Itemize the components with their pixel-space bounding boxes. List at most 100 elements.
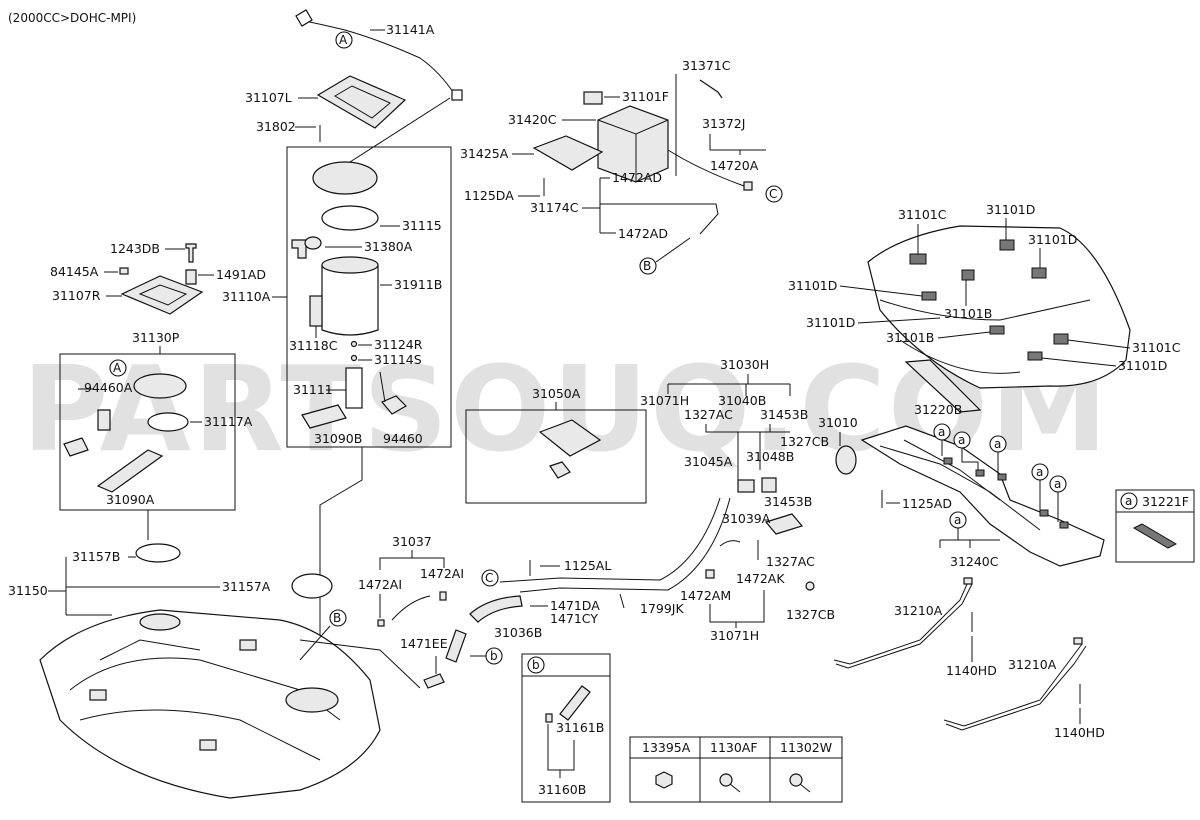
- part-31101B-2[interactable]: 31101B: [886, 330, 934, 345]
- part-1327CB-2[interactable]: 1327CB: [786, 607, 835, 622]
- part-31101D-1[interactable]: 31101D: [986, 202, 1035, 217]
- part-31010[interactable]: 31010: [818, 415, 858, 430]
- part-31453B-2[interactable]: 31453B: [764, 494, 812, 509]
- part-1140HD-2[interactable]: 1140HD: [1054, 725, 1105, 740]
- part-31174C[interactable]: 31174C: [530, 200, 579, 215]
- part-1125AL[interactable]: 1125AL: [564, 558, 611, 573]
- part-31090B[interactable]: 31090B: [314, 431, 362, 446]
- fastener-1130AF[interactable]: 1130AF: [710, 740, 758, 755]
- part-31117A[interactable]: 31117A: [204, 414, 253, 429]
- part-31221F[interactable]: 31221F: [1142, 494, 1189, 509]
- grommet-1327CB: [805, 581, 815, 591]
- part-31210A-1[interactable]: 31210A: [894, 603, 943, 618]
- part-31101D-4[interactable]: 31101D: [806, 315, 855, 330]
- part-31037[interactable]: 31037: [392, 534, 432, 549]
- part-31160B[interactable]: 31160B: [538, 782, 586, 797]
- part-31115[interactable]: 31115: [402, 218, 442, 233]
- part-1327AC-1[interactable]: 1327AC: [684, 407, 733, 422]
- part-31380A[interactable]: 31380A: [364, 239, 413, 254]
- part-31150[interactable]: 31150: [8, 583, 48, 598]
- part-31101D-5[interactable]: 31101D: [1118, 358, 1167, 373]
- part-31040B[interactable]: 31040B: [718, 393, 766, 408]
- part-31107L[interactable]: 31107L: [245, 90, 292, 105]
- part-31802[interactable]: 31802: [256, 119, 296, 134]
- fastener-13395A[interactable]: 13395A: [642, 740, 691, 755]
- part-94460[interactable]: 94460: [383, 431, 423, 446]
- part-31101D-2[interactable]: 31101D: [1028, 232, 1077, 247]
- part-31101C-2[interactable]: 31101C: [1132, 340, 1181, 355]
- part-31111[interactable]: 31111: [293, 382, 333, 397]
- part-31220B[interactable]: 31220B: [914, 402, 962, 417]
- part-31036B[interactable]: 31036B: [494, 625, 542, 640]
- part-1471DA[interactable]: 1471DA: [550, 598, 600, 613]
- callout-A-circle[interactable]: [335, 31, 353, 49]
- part-31045A[interactable]: 31045A: [684, 454, 733, 469]
- clip-a: [1059, 521, 1069, 529]
- part-31114S[interactable]: 31114S: [374, 352, 422, 367]
- part-31071H-2[interactable]: 31071H: [710, 628, 759, 643]
- callout-B-circle[interactable]: [329, 609, 347, 627]
- part-1472AD-1[interactable]: 1472AD: [612, 170, 662, 185]
- part-31371C[interactable]: 31371C: [682, 58, 731, 73]
- part-31124R[interactable]: 31124R: [374, 337, 423, 352]
- part-31107R[interactable]: 31107R: [52, 288, 101, 303]
- part-1140HD-1[interactable]: 1140HD: [946, 663, 997, 678]
- callout-a-2: a: [958, 433, 965, 447]
- part-31101C-1[interactable]: 31101C: [898, 207, 947, 222]
- callout-C-circle[interactable]: [765, 185, 783, 203]
- part-31420C[interactable]: 31420C: [508, 112, 557, 127]
- pad-31101B: [989, 325, 1005, 335]
- part-31050A[interactable]: 31050A: [532, 386, 581, 401]
- part-31161B[interactable]: 31161B: [556, 720, 604, 735]
- part-31030H[interactable]: 31030H: [720, 357, 769, 372]
- part-1472AI-2[interactable]: 1472AI: [420, 566, 464, 581]
- part-31101D-3[interactable]: 31101D: [788, 278, 837, 293]
- part-14720A[interactable]: 14720A: [710, 158, 759, 173]
- part-1491AD[interactable]: 1491AD: [216, 267, 266, 282]
- part-1327AC-2[interactable]: 1327AC: [766, 554, 815, 569]
- part-31453B-1[interactable]: 31453B: [760, 407, 808, 422]
- part-31141A[interactable]: 31141A: [386, 22, 435, 37]
- part-31130P[interactable]: 31130P: [132, 330, 180, 345]
- part-31101B-1[interactable]: 31101B: [944, 306, 992, 321]
- part-31090A[interactable]: 31090A: [106, 492, 155, 507]
- ring-31157A: [291, 573, 333, 599]
- part-31039A[interactable]: 31039A: [722, 511, 771, 526]
- harness-link: [349, 97, 451, 163]
- part-31071H-1[interactable]: 31071H: [640, 393, 689, 408]
- part-31118C[interactable]: 31118C: [289, 338, 338, 353]
- part-31101F[interactable]: 31101F: [622, 89, 669, 104]
- callout-b-circle-2[interactable]: [527, 656, 545, 674]
- part-31048B[interactable]: 31048B: [746, 449, 794, 464]
- screw-icon: [789, 773, 803, 787]
- strap-bracket: [1073, 637, 1083, 645]
- part-31157A[interactable]: 31157A: [222, 579, 271, 594]
- part-1472AI-1[interactable]: 1472AI: [358, 577, 402, 592]
- part-1472AM[interactable]: 1472AM: [680, 588, 731, 603]
- part-31157B[interactable]: 31157B: [72, 549, 120, 564]
- part-1472AK[interactable]: 1472AK: [736, 571, 785, 586]
- part-1799JK[interactable]: 1799JK: [640, 601, 684, 616]
- part-1327CB-1[interactable]: 1327CB: [780, 434, 829, 449]
- callout-B-circle-2[interactable]: [639, 257, 657, 275]
- fuel-pump-31111: [345, 367, 363, 409]
- part-31425A[interactable]: 31425A: [460, 146, 509, 161]
- part-31911B[interactable]: 31911B: [394, 277, 442, 292]
- callout-a-circle-7[interactable]: [1120, 492, 1138, 510]
- part-1471CY[interactable]: 1471CY: [550, 611, 598, 626]
- part-1125AD[interactable]: 1125AD: [902, 496, 952, 511]
- part-31110A[interactable]: 31110A: [222, 289, 271, 304]
- callout-C-circle-2[interactable]: [481, 569, 499, 587]
- part-94460A[interactable]: 94460A: [84, 380, 133, 395]
- part-1125DA[interactable]: 1125DA: [464, 188, 514, 203]
- part-1472AD-2[interactable]: 1472AD: [618, 226, 668, 241]
- fastener-11302W[interactable]: 11302W: [780, 740, 832, 755]
- part-31210A-2[interactable]: 31210A: [1008, 657, 1057, 672]
- part-1243DB[interactable]: 1243DB: [110, 241, 160, 256]
- part-31372J[interactable]: 31372J: [702, 116, 745, 131]
- part-31240C[interactable]: 31240C: [950, 554, 999, 569]
- part-1471EE[interactable]: 1471EE: [400, 636, 448, 651]
- part-84145A[interactable]: 84145A: [50, 264, 99, 279]
- callout-A-circle-2[interactable]: [109, 359, 127, 377]
- module-to-tank-line: [319, 447, 363, 672]
